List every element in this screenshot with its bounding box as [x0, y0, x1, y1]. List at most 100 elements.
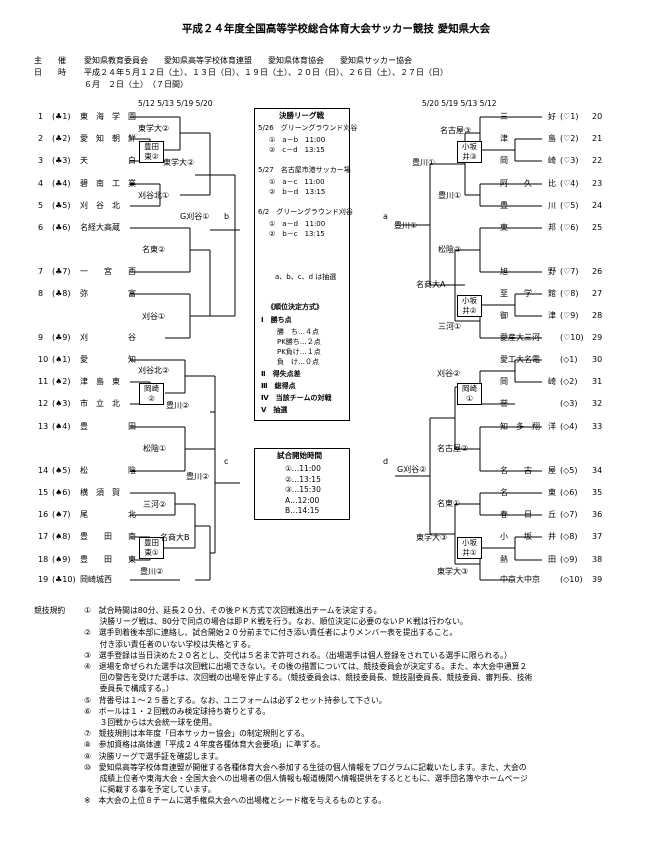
rule-line: に掲載する事を予定しています。 — [84, 785, 216, 795]
team-seed: (♠4) — [52, 422, 71, 431]
team-seed: (♣2) — [52, 134, 71, 143]
start-time-title: 試合開始時間 — [277, 451, 322, 460]
result-right-r2a: 豊川① — [412, 158, 436, 167]
result-left-r3c: 豊川② — [186, 472, 210, 481]
team-number: 38 — [592, 555, 603, 564]
result-right-prelim-2: 小坂 井② — [457, 295, 482, 317]
rule-line: ② 選手到着後本部に連絡し、試合開始２０分前までに付き添い責任者によりメンバー表… — [84, 628, 458, 638]
right-dates-header: 5/20 5/19 5/13 5/12 — [422, 99, 497, 108]
result-left-prelim-2: 岡崎 ② — [139, 383, 164, 405]
team-seed: (♣10) — [52, 575, 76, 584]
team-number: 35 — [592, 488, 603, 497]
team-name: 名経大高蔵 — [80, 223, 120, 232]
team-name: 中京大中京 — [500, 575, 540, 584]
team-seed: (♠1) — [52, 355, 71, 364]
team-number: 7 — [38, 267, 44, 276]
team-name: 岡崎城西 — [80, 575, 112, 584]
team-seed: (◇1) — [560, 355, 578, 364]
team-number: 14 — [38, 466, 49, 475]
result-right-r1f: 名古屋② — [437, 444, 469, 453]
team-seed: (♡2) — [560, 134, 579, 143]
result-left-r2a: 東学大② — [163, 158, 195, 167]
team-seed: (♠3) — [52, 399, 71, 408]
date-value: 平成２４年５月１２日（土）、１３日（日）、１９日（土）、２０日（日）、２６日（土… — [84, 68, 448, 77]
team-number: 19 — [38, 575, 49, 584]
result-right-prelim-3: 岡崎 ① — [457, 383, 482, 405]
left-dates-header: 5/12 5/13 5/19 5/20 — [138, 99, 213, 108]
team-seed: (♣5) — [52, 201, 71, 210]
final-league-line: ① a－c 11:00 — [269, 178, 325, 186]
team-seed: (◇9) — [560, 555, 578, 564]
team-seed: (♣8) — [52, 289, 71, 298]
final-league-line: 勝 ち…４点 — [277, 328, 319, 336]
team-number: 24 — [592, 201, 603, 210]
team-seed: (♠6) — [52, 488, 71, 497]
result-left-prelim-3: 豊田 東① — [139, 537, 164, 559]
team-name: 一 宮 西 — [80, 267, 136, 276]
team-name: 尾 北 — [80, 510, 136, 519]
team-name: 碧 南 工 業 — [80, 179, 136, 188]
final-league-line: 《順位決定方式》 — [267, 303, 323, 311]
result-right-r1: 名古屋③ — [440, 126, 472, 135]
team-number: 26 — [592, 267, 603, 276]
rule-line: ④ 退場を命ぜられた選手は次回戦に出場できない。その後の措置については、競技委員… — [84, 662, 528, 671]
rule-line: ① 試合時間は80分、延長２０分、その後ＰＫ方式で次回戦進出チームを決定する。 — [84, 606, 382, 615]
final-league-line: 6/2 グリーングラウンド刈谷 — [258, 208, 353, 216]
result-right-r3a: 豊川① — [394, 221, 418, 230]
result-left-r1c: 刈谷① — [142, 312, 166, 321]
result-left-prelim: 豊田 東② — [139, 141, 164, 163]
team-name: 豊 田 南 — [80, 532, 136, 541]
team-number: 31 — [592, 377, 603, 386]
date-value-2: ６月 ２日（土） （７日間） — [84, 80, 188, 89]
team-seed: (♡7) — [560, 267, 579, 276]
team-seed: (♣3) — [52, 156, 71, 165]
team-number: 21 — [592, 134, 603, 143]
final-league-line: Ⅴ 抽選 — [261, 406, 288, 414]
result-right-r1c: 松陰② — [438, 245, 462, 254]
team-number: 1 — [38, 112, 44, 121]
result-left-r2d: 名商大B — [160, 533, 190, 542]
team-seed: (♠8) — [52, 532, 71, 541]
result-right-prelim: 小坂 井③ — [457, 141, 482, 163]
final-league-line: Ⅲ 総得点 — [261, 382, 296, 390]
team-number: 2 — [38, 134, 44, 143]
team-number: 36 — [592, 510, 603, 519]
rule-line: ⑥ ボールは１・２回戦のみ検定球持ち寄りとする。 — [84, 706, 271, 716]
rule-line: 委員長で構成する。） — [84, 684, 174, 694]
final-league-line: ② c－d 13:15 — [269, 146, 325, 154]
team-seed: (◇7) — [560, 510, 578, 519]
team-seed: (♣1) — [52, 112, 71, 121]
team-number: 25 — [592, 223, 603, 232]
team-seed: (♡6) — [560, 223, 579, 232]
team-number: 17 — [38, 532, 49, 541]
rule-line: ③ 選手登録は当日決めた２０名とし、交代は５名まで許可される。（出場選手は個人登… — [84, 650, 512, 660]
team-number: 13 — [38, 422, 49, 431]
rule-line: ３回戦からは大会統一球を使用。 — [84, 718, 217, 727]
team-name: 津 島 東 — [80, 377, 120, 386]
result-right-r1b: 豊川① — [438, 191, 462, 200]
result-left-r1b: 刈谷北① — [138, 191, 170, 200]
team-name: 天 白 — [80, 156, 136, 165]
result-left-r3a: G刈谷① — [180, 212, 210, 221]
team-number: 34 — [592, 466, 603, 475]
rule-line: ⑦ 競技規則は本年度「日本サッカー協会」の制定規則とする。 — [84, 729, 310, 739]
final-league-line: ② b－c 13:15 — [269, 230, 325, 238]
result-right-r1e: 刈谷② — [437, 369, 461, 378]
rule-line: 成績上位者や東海大会・全国大会への出場者の個人情報も報道機関へ情報提供をするとと… — [84, 774, 528, 783]
team-name: 愛 知 朝 鮮 — [80, 134, 136, 143]
team-number: 32 — [592, 399, 603, 408]
result-left-r1g: 豊川② — [140, 567, 164, 576]
team-seed: (♣4) — [52, 179, 71, 188]
result-right-r3c: G刈谷② — [397, 465, 427, 474]
start-time-line: ②…13:15 — [285, 474, 321, 484]
result-left-r2b: 名東② — [142, 245, 166, 254]
team-seed: (◇5) — [560, 466, 578, 475]
result-right-r1h: 東学大③ — [437, 567, 469, 576]
team-seed: (◇6) — [560, 488, 578, 497]
team-number: 18 — [38, 555, 49, 564]
result-left-r2c: 豊川② — [166, 401, 190, 410]
team-seed: (♣7) — [52, 267, 71, 276]
team-seed: (◇2) — [560, 377, 578, 386]
